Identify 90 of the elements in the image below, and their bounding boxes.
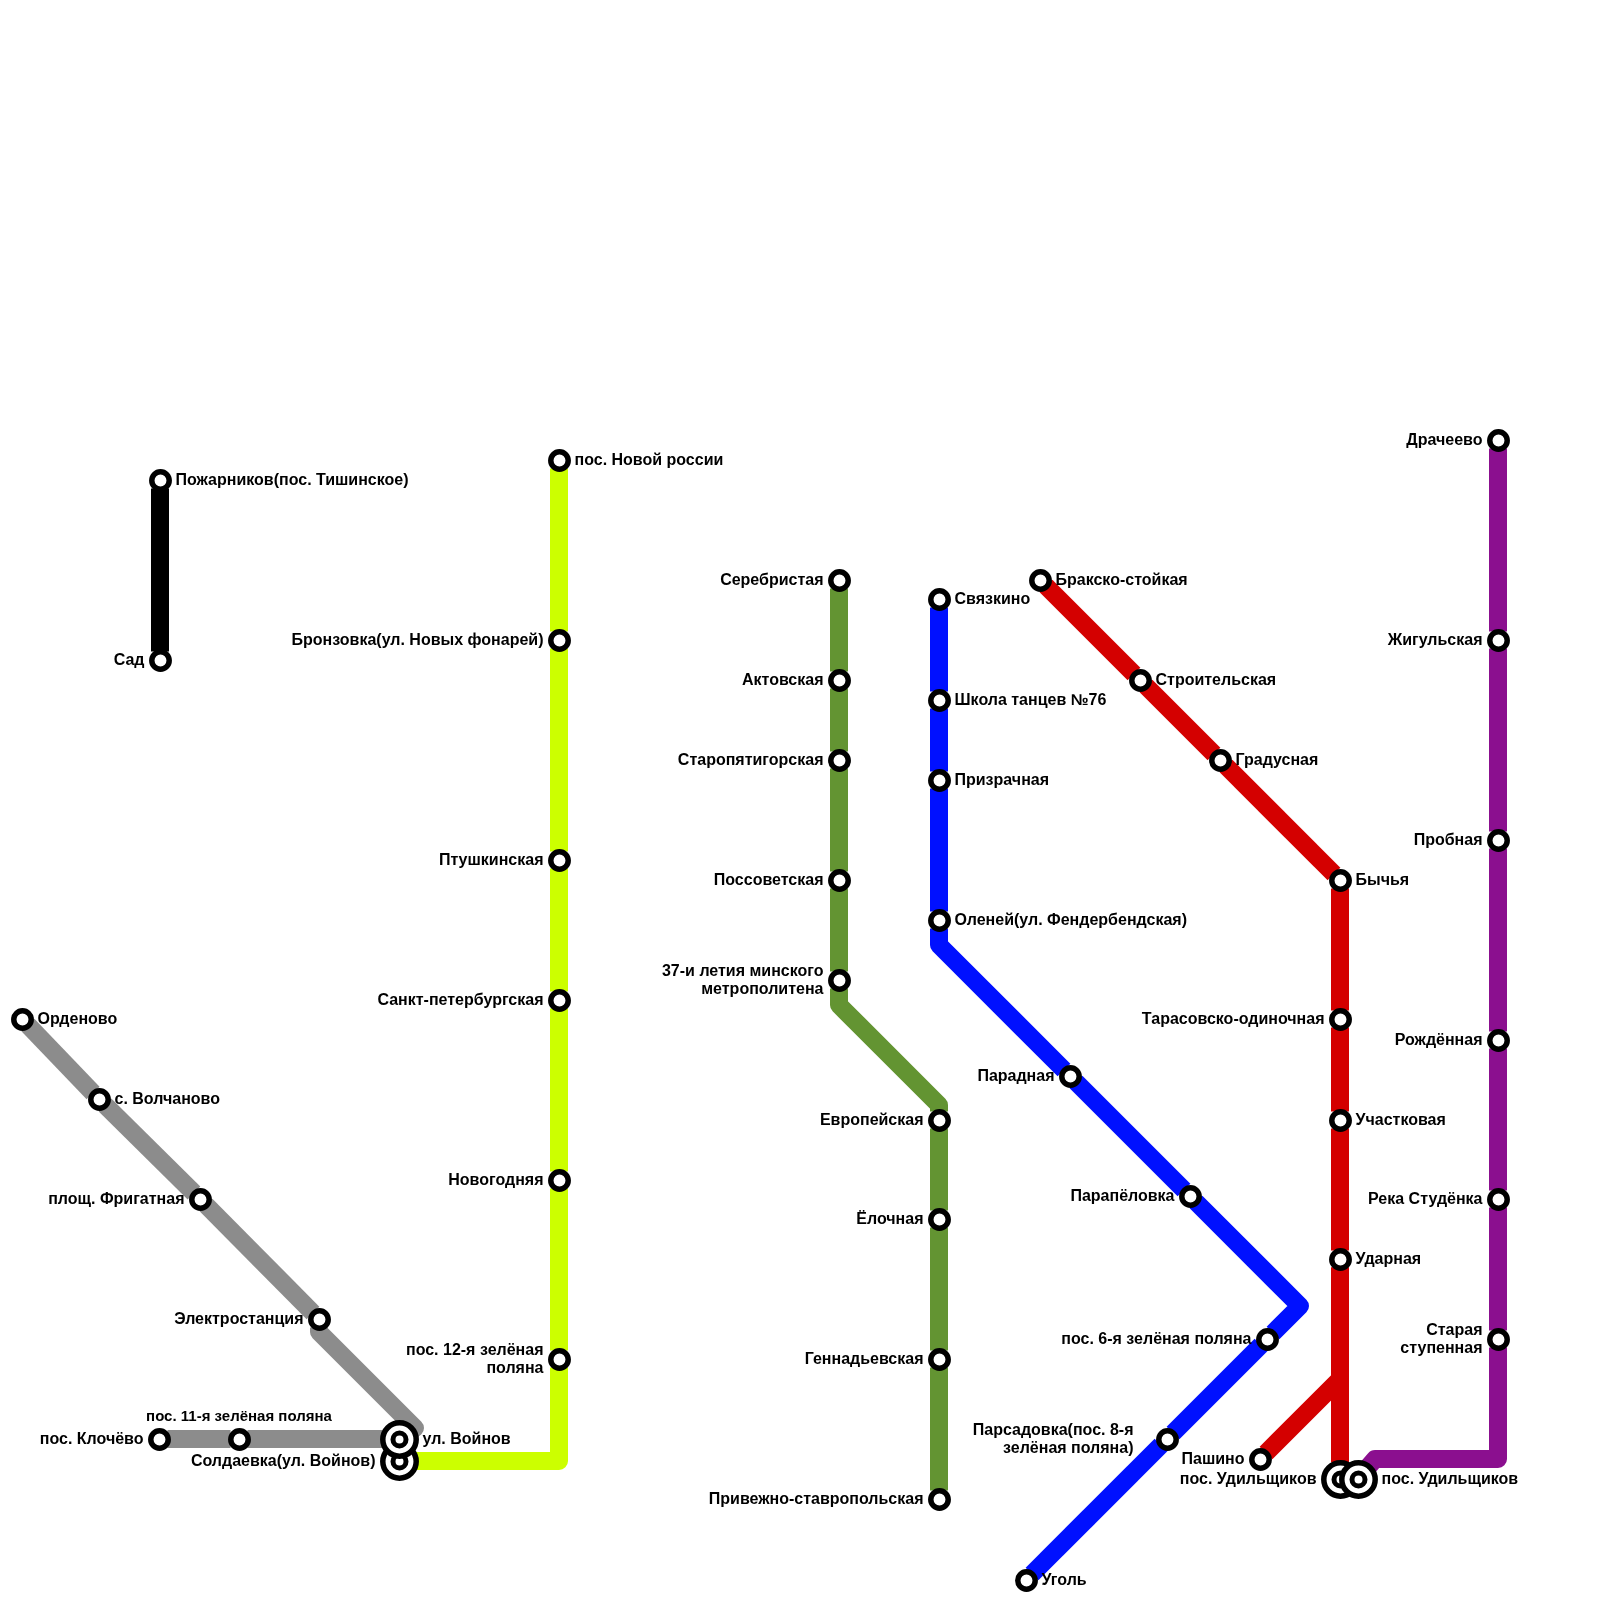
metro-line-segment (830, 588, 848, 672)
station-label: Пашино (1181, 1450, 1245, 1468)
metro-line-segment (830, 768, 848, 872)
station-label: Река Студёнка (1368, 1190, 1483, 1208)
metro-line-segment (1139, 679, 1221, 761)
station-label: 37-и летия минского метрополитена (660, 962, 824, 998)
metro-line-segment (167, 1430, 231, 1448)
metro-line-segment (930, 1227, 948, 1351)
station-label: ул. Войнов (422, 1430, 511, 1448)
station-label: Тарасовско-одиночная (1141, 1010, 1325, 1028)
metro-line-segment (550, 1008, 568, 1172)
metro-line-segment (930, 1128, 948, 1211)
station-label: Орденово (37, 1010, 118, 1028)
station-label: Пробная (1413, 831, 1483, 849)
metro-line-segment (1489, 1207, 1507, 1331)
metro-line-segment (1219, 759, 1341, 881)
station-label: Парадная (977, 1067, 1055, 1085)
station-label: Парапёловка (1070, 1187, 1175, 1205)
station-label: пос. 12-я зелёная поляна (404, 1341, 544, 1377)
station-label: Птушкинская (438, 851, 544, 869)
station-label: Строительская (1155, 671, 1277, 689)
metro-line-segment (1189, 1195, 1309, 1340)
station-label: пос. 6-я зелёная поляна (1061, 1330, 1252, 1348)
metro-line-segment (1489, 448, 1507, 632)
metro-line-segment (930, 788, 948, 912)
metro-line-segment (199, 1198, 320, 1320)
metro-line-segment (1166, 1338, 1268, 1440)
station-label: Актовская (741, 671, 824, 689)
station-label: Ёлочная (856, 1210, 924, 1228)
metro-line-segment (1331, 1027, 1349, 1112)
station-label: пос. Новой россии (574, 451, 724, 469)
station-label: пос. Клочёво (39, 1430, 144, 1448)
station-label: Солдаевка(ул. Войнов) (190, 1452, 376, 1470)
metro-line-segment (1489, 648, 1507, 832)
metro-line-segment (830, 888, 848, 972)
station-label: Драчеево (1406, 431, 1483, 449)
station-label: пос. Удильщиков (1179, 1470, 1317, 1488)
station-label: Бракско-стойкая (1055, 571, 1188, 589)
metro-line-segment (1069, 1075, 1191, 1197)
station-label: Уголь (1041, 1571, 1087, 1589)
station-label: пос. Удильщиков (1381, 1470, 1519, 1488)
metro-line-segment (1361, 1347, 1507, 1473)
metro-line-segment (151, 488, 169, 652)
station-label: Серебристая (720, 571, 824, 589)
metro-line-segment (930, 607, 948, 692)
metro-line-segment (550, 1188, 568, 1351)
metro-line-segment (1331, 888, 1349, 1011)
metro-line-segment (930, 928, 1071, 1077)
station-label: пос. 11-я зелёная поляна (146, 1406, 332, 1425)
metro-line-segment (1489, 1048, 1507, 1191)
metro-line-segment (1039, 579, 1141, 681)
metro-line-segment (550, 868, 568, 992)
station-label: Геннадьевская (804, 1350, 924, 1368)
station-label: Привежно-ставропольская (708, 1490, 924, 1508)
station-label: Градусная (1235, 751, 1319, 769)
metro-line-segment (21, 1018, 100, 1100)
station-label: Рождённая (1394, 1031, 1483, 1049)
station-label: Связкино (954, 590, 1031, 608)
station-label: Бронзовка(ул. Новых фонарей) (291, 631, 544, 649)
station-label: Жигульская (1387, 631, 1483, 649)
station-label: Парсадовка(пос. 8-я зелёная поляна) (971, 1421, 1134, 1457)
station-label: Оленей(ул. Фендербендская) (954, 911, 1187, 929)
metro-line-segment (830, 988, 948, 1114)
station-label: Школа танцев №76 (954, 691, 1107, 709)
station-label: Старопятигорская (677, 751, 824, 769)
metro-line-segment (550, 468, 568, 632)
metro-line-segment (1331, 1128, 1349, 1251)
metro-line-segment (1489, 848, 1507, 1032)
metro-line-segment (830, 688, 848, 752)
metro-line-segment (247, 1430, 383, 1448)
station-label: Призрачная (954, 771, 1050, 789)
station-label: Новогодняя (448, 1171, 544, 1189)
station-label: Участковая (1355, 1111, 1446, 1129)
station-label: площ. Фригатная (48, 1190, 185, 1208)
station-label: Пожарников(пос. Тишинское) (175, 471, 409, 489)
metro-line-segment (415, 1367, 568, 1470)
station-label: Электростанция (174, 1310, 304, 1328)
station-label: Поссоветская (713, 871, 824, 889)
station-label: Европейская (819, 1111, 924, 1129)
station-label: Ударная (1355, 1250, 1422, 1268)
station-label: Бычья (1355, 871, 1410, 889)
metro-line-segment (930, 708, 948, 772)
metro-line-segment (1025, 1438, 1168, 1581)
station-label: Сад (113, 651, 145, 669)
station-label: с. Волчаново (114, 1090, 220, 1108)
metro-line-segment (930, 1367, 948, 1491)
metro-line-segment (98, 1098, 201, 1200)
station-label: Старая ступенная (1399, 1321, 1483, 1357)
metro-line-segment (550, 648, 568, 852)
station-label: Санкт-петербургская (377, 991, 544, 1009)
